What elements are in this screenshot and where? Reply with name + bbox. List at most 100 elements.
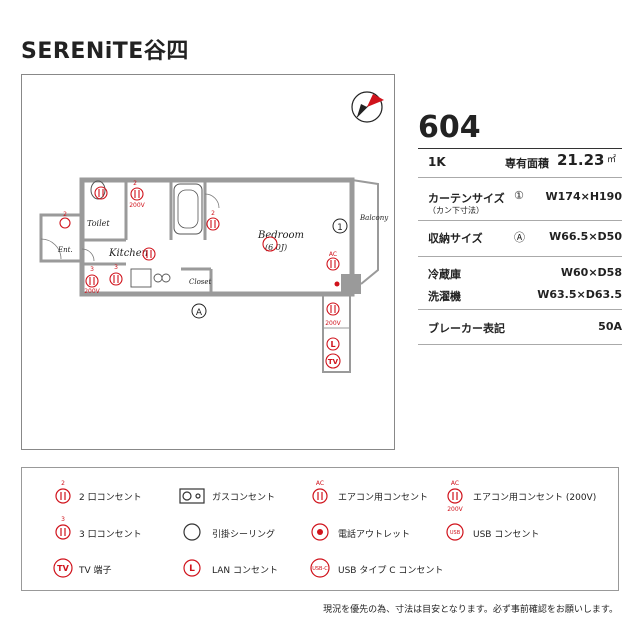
divider [418,344,622,345]
legend-icon-ac: AC [451,480,459,487]
footnote: 現況を優先の為、寸法は目安となります。必ず事前確認をお願いします。 [323,605,618,615]
curtain-sub-label: （カン下寸法） [428,206,484,215]
room-label-bedroom: Bedroom [257,230,304,241]
legend-icons: 2 AC AC 200V 3 USB USB-C TV L [53,480,464,578]
symbol-count-label: 2 [133,180,137,187]
doors [40,193,220,262]
outlet-3-icon [109,272,123,286]
floorplan: Toilet Ent. Kitchen Closet Bedroom (6.0J… [39,91,389,373]
area-value: 21.23 [557,151,605,169]
outlet-2-icon [130,187,144,201]
ac-200v-outlet-icon [447,488,463,504]
divider [418,148,622,149]
gas-outlet-icon [179,488,205,504]
legend-icon-usb: USB [450,530,461,536]
storage-marker: A [191,303,207,319]
legend-label: 2 口コンセント [79,493,142,503]
ceiling-hook-icon [262,236,278,252]
outlet-2-icon [206,217,220,231]
compass-icon [351,91,384,123]
symbol-count-label: 2 [211,210,215,217]
symbol-voltage-label: 200V [84,288,100,295]
symbol-voltage-label: 200V [325,320,341,327]
curtain-marker: 1 [332,218,348,234]
fridge-label: 冷蔵庫 [428,268,461,281]
tv-terminal-icon [325,353,341,369]
curtain-label: カーテンサイズ [428,192,505,205]
symbol-ac-label: AC [329,251,337,258]
curtain-marker-label: 1 [337,223,343,233]
ac-outlet-icon [312,488,328,504]
lan-outlet-icon [183,559,201,577]
tv-terminal-icon [53,558,73,578]
phone-outlet-dot [317,529,323,535]
bathtub-icon [173,183,203,235]
legend-label: LAN コンセント [212,566,278,576]
storage-marker-label: A [196,308,203,318]
legend-label: USB コンセント [473,530,540,540]
room-label-closet: Closet [189,278,212,286]
fridge-value: W60×D58 [560,266,622,279]
outlet-2-icon [142,247,156,261]
outlet-2-icon [59,217,71,229]
walls [79,177,355,297]
legend-label: エアコン用コンセント [338,493,429,503]
legend-label: 3 口コンセント [79,530,142,540]
legend-icon-tv: TV [57,564,69,573]
kitchen-counter-icon [130,268,171,288]
legend-icon-count: 2 [61,480,65,487]
legend-icon-lan: L [189,564,195,574]
breaker-label: ブレーカー表記 [428,322,505,335]
legend-label: TV 端子 [79,566,112,576]
legend-icon-count: 3 [61,516,65,523]
room-label-entrance: Ent. [57,246,73,254]
area-label: 専有面積 [505,157,549,170]
lan-outlet-icon [326,337,340,351]
storage-value: W66.5×D50 [549,230,622,243]
ac-outlet-icon [326,257,340,271]
symbol-lan-label: L [330,340,335,349]
page-title: SERENiTE谷四 [21,39,189,64]
symbol-legend: 2 AC AC 200V 3 USB USB-C TV L 2 口コンセント ガ… [21,467,619,591]
symbol-tv-label: TV [328,358,339,366]
divider [418,309,622,310]
curtain-marker-ref: ① [514,189,524,202]
divider [418,177,622,178]
legend-label: USB タイプ C コンセント [338,566,444,576]
legend-icon-voltage: 200V [447,506,463,513]
legend-icon-ac: AC [316,480,324,487]
divider [418,256,622,257]
legend-icon-usbc: USB-C [312,566,328,572]
outlet-3-icon [85,274,99,288]
symbol-count-label: 3 [114,264,118,271]
legend-label: 引掛シーリング [212,530,276,540]
outlet-2-icon [94,186,108,200]
symbol-count-label: 3 [90,266,94,273]
layout-type: 1K [428,155,446,169]
interior-walls [39,180,213,294]
storage-marker-ref: Ⓐ [514,231,525,244]
balcony-outline [322,179,379,373]
divider [418,220,622,221]
outlet-3-icon [55,524,71,540]
ceiling-hook-icon [183,523,201,541]
breaker-value: 50A [598,320,622,333]
legend-label: ガスコンセント [212,493,276,503]
unit-number: 604 [418,110,481,145]
room-label-kitchen: Kitchen [108,248,148,259]
toilet-bowl-icon [90,180,106,200]
phone-outlet-icon [311,523,329,541]
floorplan-frame [21,74,395,450]
symbol-count-label: 2 [63,211,67,218]
usb-outlet-icon [446,523,464,541]
room-label-balcony: Balcony [359,214,389,222]
washer-value: W63.5×D63.5 [537,288,622,301]
symbol-voltage-label: 200V [129,202,145,209]
outlet-2-icon [326,302,340,316]
storage-label: 収納サイズ [428,232,483,245]
phone-outlet-icon [334,281,340,287]
legend-label: エアコン用コンセント (200V) [473,493,597,503]
legend-label: 電話アウトレット [338,530,411,540]
room-label-toilet: Toilet [87,219,110,228]
outlet-2-icon [55,488,71,504]
